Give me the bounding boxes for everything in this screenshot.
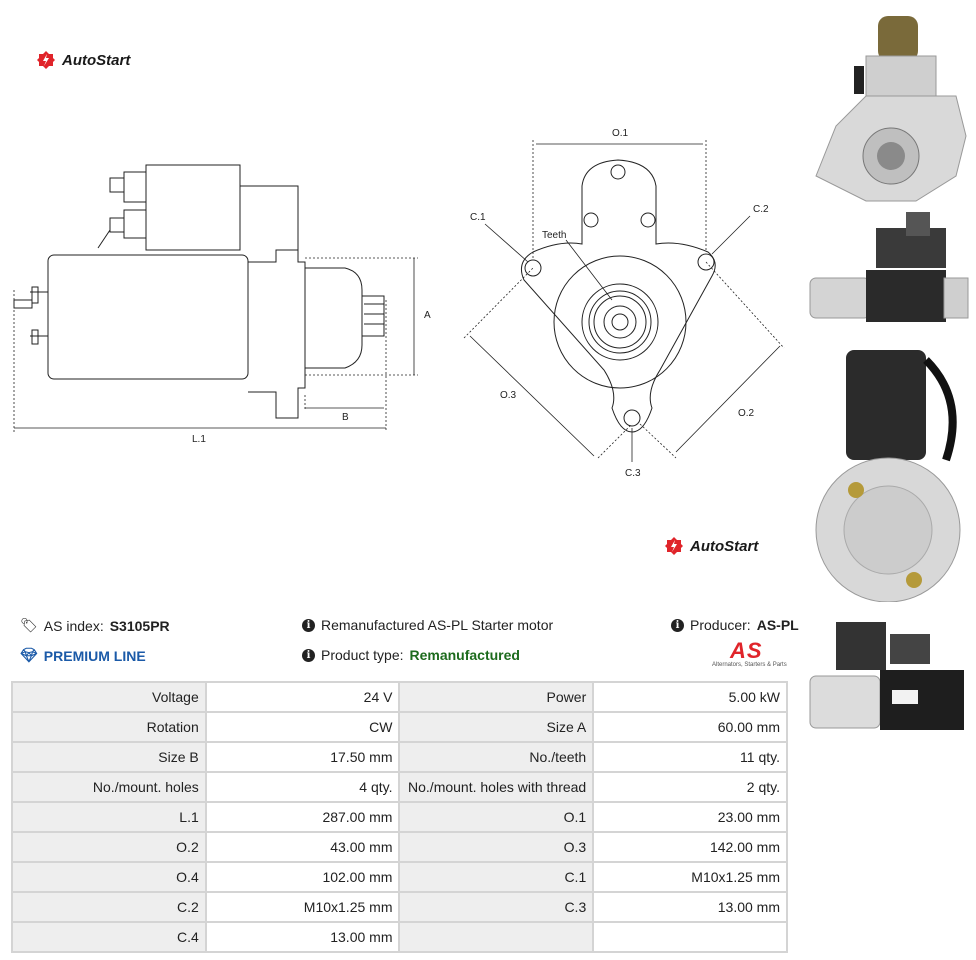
- spec-label: Size A: [398, 711, 595, 743]
- autostart-logo-text: AutoStart: [690, 537, 759, 555]
- side-dimensions: [13, 257, 418, 432]
- product-type-label: Product type:: [321, 647, 404, 663]
- product-type: i Product type: Remanufactured: [302, 647, 520, 663]
- label-c2: C.2: [753, 204, 769, 215]
- premium-line-badge: 💎︎ PREMIUM LINE: [20, 647, 146, 664]
- spec-label: No./teeth: [398, 741, 595, 773]
- tags-icon: 🏷︎: [20, 617, 38, 633]
- spec-value: 11 qty.: [592, 741, 788, 773]
- as-pl-logo: AS Alternators, Starters & Parts: [712, 638, 792, 672]
- thumbnail-4[interactable]: [806, 612, 972, 738]
- as-logo-subtitle: Alternators, Starters & Parts: [712, 662, 787, 668]
- spec-value: CW: [204, 711, 401, 743]
- label-o1: O.1: [612, 128, 629, 139]
- spec-value: 13.00 mm: [204, 921, 401, 953]
- spec-value: 23.00 mm: [592, 801, 788, 833]
- spec-value: 17.50 mm: [204, 741, 401, 773]
- as-index: 🏷︎ AS index: S3105PR: [20, 617, 170, 634]
- spec-label: O.1: [398, 801, 595, 833]
- autostart-logo-icon: [665, 537, 683, 555]
- autostart-logo: AutoStart: [36, 50, 130, 70]
- label-b: B: [342, 412, 349, 423]
- thumbnail-2[interactable]: [806, 208, 972, 332]
- description-text: Remanufactured AS-PL Starter motor: [321, 617, 554, 633]
- as-index-label: AS index:: [43, 617, 104, 634]
- product-description: i Remanufactured AS-PL Starter motor: [302, 617, 553, 633]
- label-a: A: [424, 310, 431, 321]
- spec-label: No./mount. holes with thread: [398, 771, 595, 803]
- spec-value: 102.00 mm: [204, 861, 401, 893]
- label-c3: C.3: [625, 468, 641, 479]
- spec-label: L.1: [11, 801, 207, 833]
- autostart-logo-icon: [37, 51, 55, 69]
- thumbnail-3[interactable]: [806, 340, 972, 603]
- spec-value: 4 qty.: [204, 771, 401, 803]
- spec-label: C.2: [11, 891, 207, 923]
- spec-label: O.2: [11, 831, 207, 863]
- spec-label: C.4: [11, 921, 207, 953]
- spec-label: Size B: [11, 741, 207, 773]
- label-o3: O.3: [500, 390, 517, 401]
- spec-value: M10x1.25 mm: [592, 861, 788, 893]
- spec-value: 5.00 kW: [592, 681, 788, 713]
- as-logo-text: AS: [730, 638, 763, 663]
- producer: i Producer: AS-PL: [671, 617, 799, 633]
- info-icon: i: [671, 618, 684, 632]
- label-teeth: Teeth: [542, 230, 566, 241]
- starter-front-photo-icon: [815, 16, 967, 202]
- producer-value: AS-PL: [756, 617, 799, 633]
- side-view: [13, 164, 385, 419]
- spec-value: 60.00 mm: [592, 711, 788, 743]
- starter-rear-photo-icon: [815, 350, 961, 603]
- technical-drawing: A B L.1 O.1 C.1 C.2 Teeth O.3 O.2 C.: [13, 128, 785, 479]
- diamond-icon: 💎︎: [20, 647, 38, 663]
- info-icon: i: [302, 618, 315, 632]
- spec-value: [592, 921, 788, 953]
- spec-value: 43.00 mm: [204, 831, 401, 863]
- producer-label: Producer:: [690, 617, 751, 633]
- front-dimensions: [463, 140, 785, 462]
- spec-value: 24 V: [204, 681, 401, 713]
- starter-side-photo-icon: [809, 212, 969, 322]
- label-c1: C.1: [470, 212, 486, 223]
- autostart-logo-secondary: AutoStart: [664, 536, 758, 556]
- label-o2: O.2: [738, 408, 755, 419]
- solenoid-body: [145, 164, 241, 251]
- spec-label: [398, 921, 595, 953]
- spec-label: Rotation: [11, 711, 207, 743]
- front-view: [521, 159, 716, 433]
- spec-value: M10x1.25 mm: [204, 891, 401, 923]
- label-l1: L.1: [192, 434, 206, 445]
- product-type-value: Remanufactured: [409, 647, 520, 663]
- spec-value: 287.00 mm: [204, 801, 401, 833]
- spec-label: C.3: [398, 891, 595, 923]
- spec-value: 142.00 mm: [592, 831, 788, 863]
- spec-label: No./mount. holes: [11, 771, 207, 803]
- info-icon: i: [302, 648, 315, 662]
- spec-label: O.3: [398, 831, 595, 863]
- starter-side-label-photo-icon: [809, 622, 964, 730]
- spec-value: 13.00 mm: [592, 891, 788, 923]
- thumbnail-1[interactable]: [806, 6, 972, 202]
- autostart-logo-text: AutoStart: [62, 51, 131, 69]
- premium-line-text: PREMIUM LINE: [43, 647, 146, 664]
- spec-value: 2 qty.: [592, 771, 788, 803]
- motor-body: [47, 254, 249, 380]
- spec-label: Voltage: [11, 681, 207, 713]
- spec-label: Power: [398, 681, 595, 713]
- spec-label: C.1: [398, 861, 595, 893]
- spec-label: O.4: [11, 861, 207, 893]
- as-index-value: S3105PR: [109, 617, 170, 634]
